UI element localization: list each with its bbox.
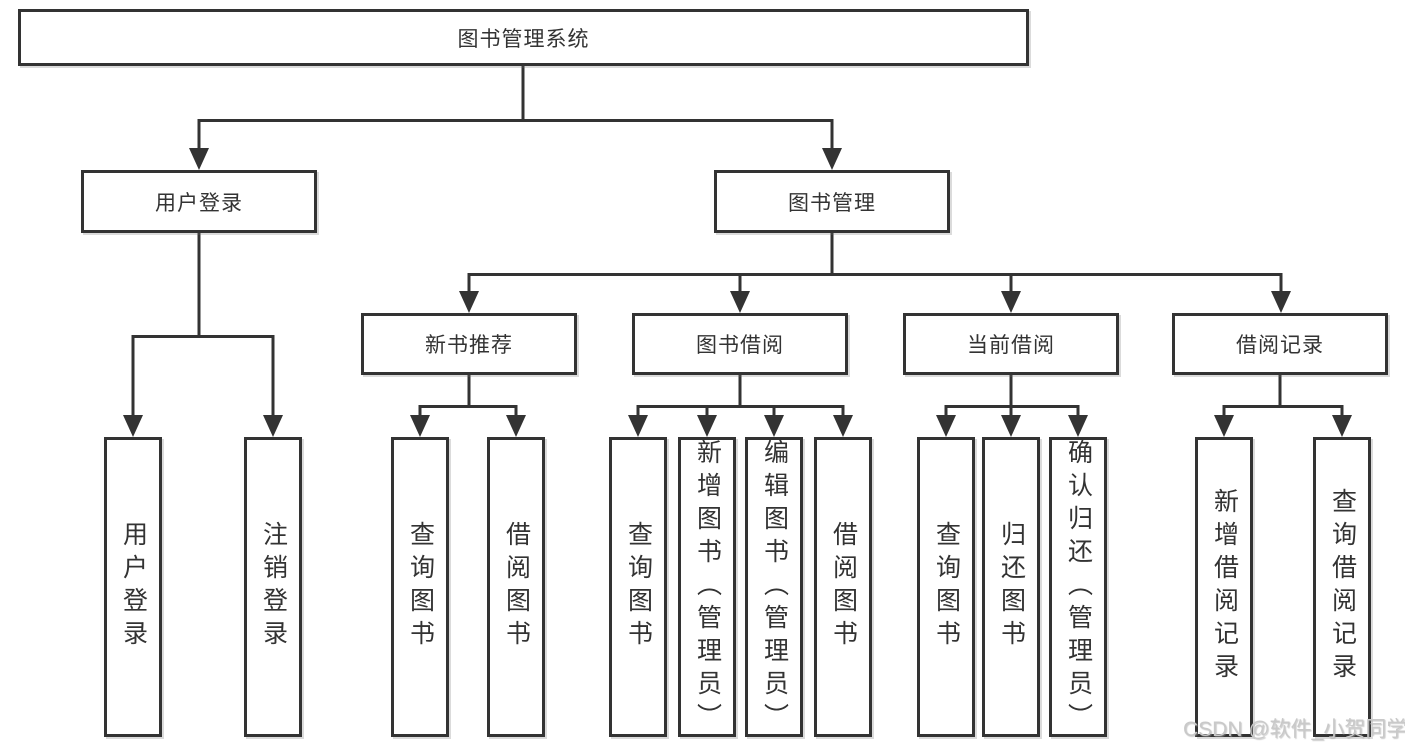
leaf-add-books-admin: 新增图书（管理员） [678, 437, 736, 737]
connector-bookmgmt-to-level3 [459, 233, 1291, 313]
node-user-login-branch: 用户登录 [81, 170, 317, 233]
node-borrowing-records: 借阅记录 [1172, 313, 1388, 375]
leaf-query-books-3: 查询图书 [917, 437, 975, 737]
leaf-return-books-label: 归还图书 [997, 521, 1026, 653]
node-user-login-branch-label: 用户登录 [155, 191, 243, 215]
node-book-borrowing-label: 图书借阅 [696, 334, 784, 357]
leaf-logout-label: 注销登录 [259, 521, 288, 653]
leaf-query-books-2: 查询图书 [609, 437, 667, 737]
node-new-book-recommend-label: 新书推荐 [425, 334, 513, 357]
csdn-watermark: CSDN @软件_小贺同学 [1183, 718, 1405, 741]
leaf-borrow-books-2-label: 借阅图书 [829, 521, 858, 653]
connector-root-to-level2 [189, 64, 842, 170]
leaf-borrow-books-2: 借阅图书 [814, 437, 872, 737]
leaf-logout: 注销登录 [244, 437, 302, 737]
leaf-return-books: 归还图书 [982, 437, 1040, 737]
leaf-user-login-label: 用户登录 [119, 521, 148, 653]
leaf-add-borrow-record: 新增借阅记录 [1195, 437, 1253, 737]
leaf-confirm-return-admin-label: 确认归还（管理员） [1064, 438, 1093, 736]
connector-current-to-leaves [936, 375, 1088, 437]
leaf-edit-books-admin-label: 编辑图书（管理员） [760, 438, 789, 736]
leaf-query-borrow-record: 查询借阅记录 [1313, 437, 1371, 737]
connector-records-to-leaves [1214, 375, 1352, 437]
leaf-add-books-admin-label: 新增图书（管理员） [693, 438, 722, 736]
leaf-query-borrow-record-label: 查询借阅记录 [1328, 488, 1357, 686]
leaf-borrow-books-1-label: 借阅图书 [502, 521, 531, 653]
leaf-borrow-books-1: 借阅图书 [487, 437, 545, 737]
leaf-add-borrow-record-label: 新增借阅记录 [1210, 488, 1239, 686]
leaf-confirm-return-admin: 确认归还（管理员） [1049, 437, 1107, 737]
node-root: 图书管理系统 [18, 9, 1029, 66]
leaf-query-books-2-label: 查询图书 [624, 521, 653, 653]
leaf-query-books-1-label: 查询图书 [406, 521, 435, 653]
node-current-borrowing-label: 当前借阅 [967, 334, 1055, 357]
leaf-query-books-3-label: 查询图书 [932, 521, 961, 653]
node-new-book-recommend: 新书推荐 [361, 313, 577, 375]
leaf-query-books-1: 查询图书 [391, 437, 449, 737]
leaf-user-login: 用户登录 [104, 437, 162, 737]
connector-borrowing-to-leaves [628, 375, 853, 437]
node-book-management-branch: 图书管理 [714, 170, 950, 233]
node-current-borrowing: 当前借阅 [903, 313, 1119, 375]
node-borrowing-records-label: 借阅记录 [1236, 334, 1324, 357]
connector-newbooks-to-leaves [410, 375, 526, 437]
leaf-edit-books-admin: 编辑图书（管理员） [745, 437, 803, 737]
node-book-borrowing: 图书借阅 [632, 313, 848, 375]
connector-userlogin-to-leaves [123, 233, 283, 437]
node-root-label: 图书管理系统 [457, 27, 590, 51]
node-book-management-branch-label: 图书管理 [788, 191, 876, 215]
